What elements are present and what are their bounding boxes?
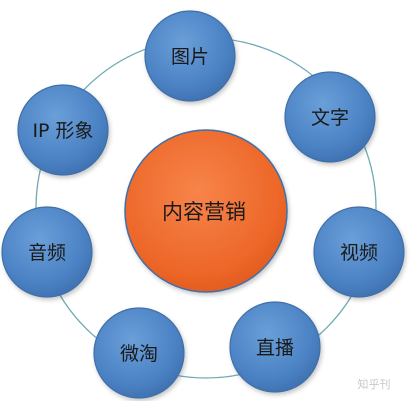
node-label: 音频 xyxy=(28,242,66,264)
node-ip[interactable]: IP 形象 xyxy=(17,84,109,176)
node-weitao[interactable]: 微淘 xyxy=(93,307,185,399)
node-label: 直播 xyxy=(256,337,294,359)
watermark: 知乎刊 xyxy=(358,377,391,391)
node-zhibo[interactable]: 直播 xyxy=(229,301,321,393)
center-circle xyxy=(124,129,288,293)
node-tupian[interactable]: 图片 xyxy=(144,10,236,102)
node-circle xyxy=(313,206,405,298)
node-label: 图片 xyxy=(171,46,209,68)
node-circle xyxy=(17,84,109,176)
node-wenzi[interactable]: 文字 xyxy=(284,71,376,163)
node-label: 微淘 xyxy=(120,343,158,365)
node-label: IP 形象 xyxy=(32,120,93,142)
node-circle xyxy=(144,10,236,102)
node-circle xyxy=(93,307,185,399)
node-circle xyxy=(229,301,321,393)
center-node-content-marketing[interactable]: 内容营销 xyxy=(124,129,288,293)
node-label: 视频 xyxy=(340,242,378,264)
node-circle xyxy=(1,206,93,298)
node-shipin[interactable]: 视频 xyxy=(313,206,405,298)
node-yinpin[interactable]: 音频 xyxy=(1,206,93,298)
node-label: 文字 xyxy=(311,107,349,129)
center-label: 内容营销 xyxy=(162,200,246,224)
node-circle xyxy=(284,71,376,163)
